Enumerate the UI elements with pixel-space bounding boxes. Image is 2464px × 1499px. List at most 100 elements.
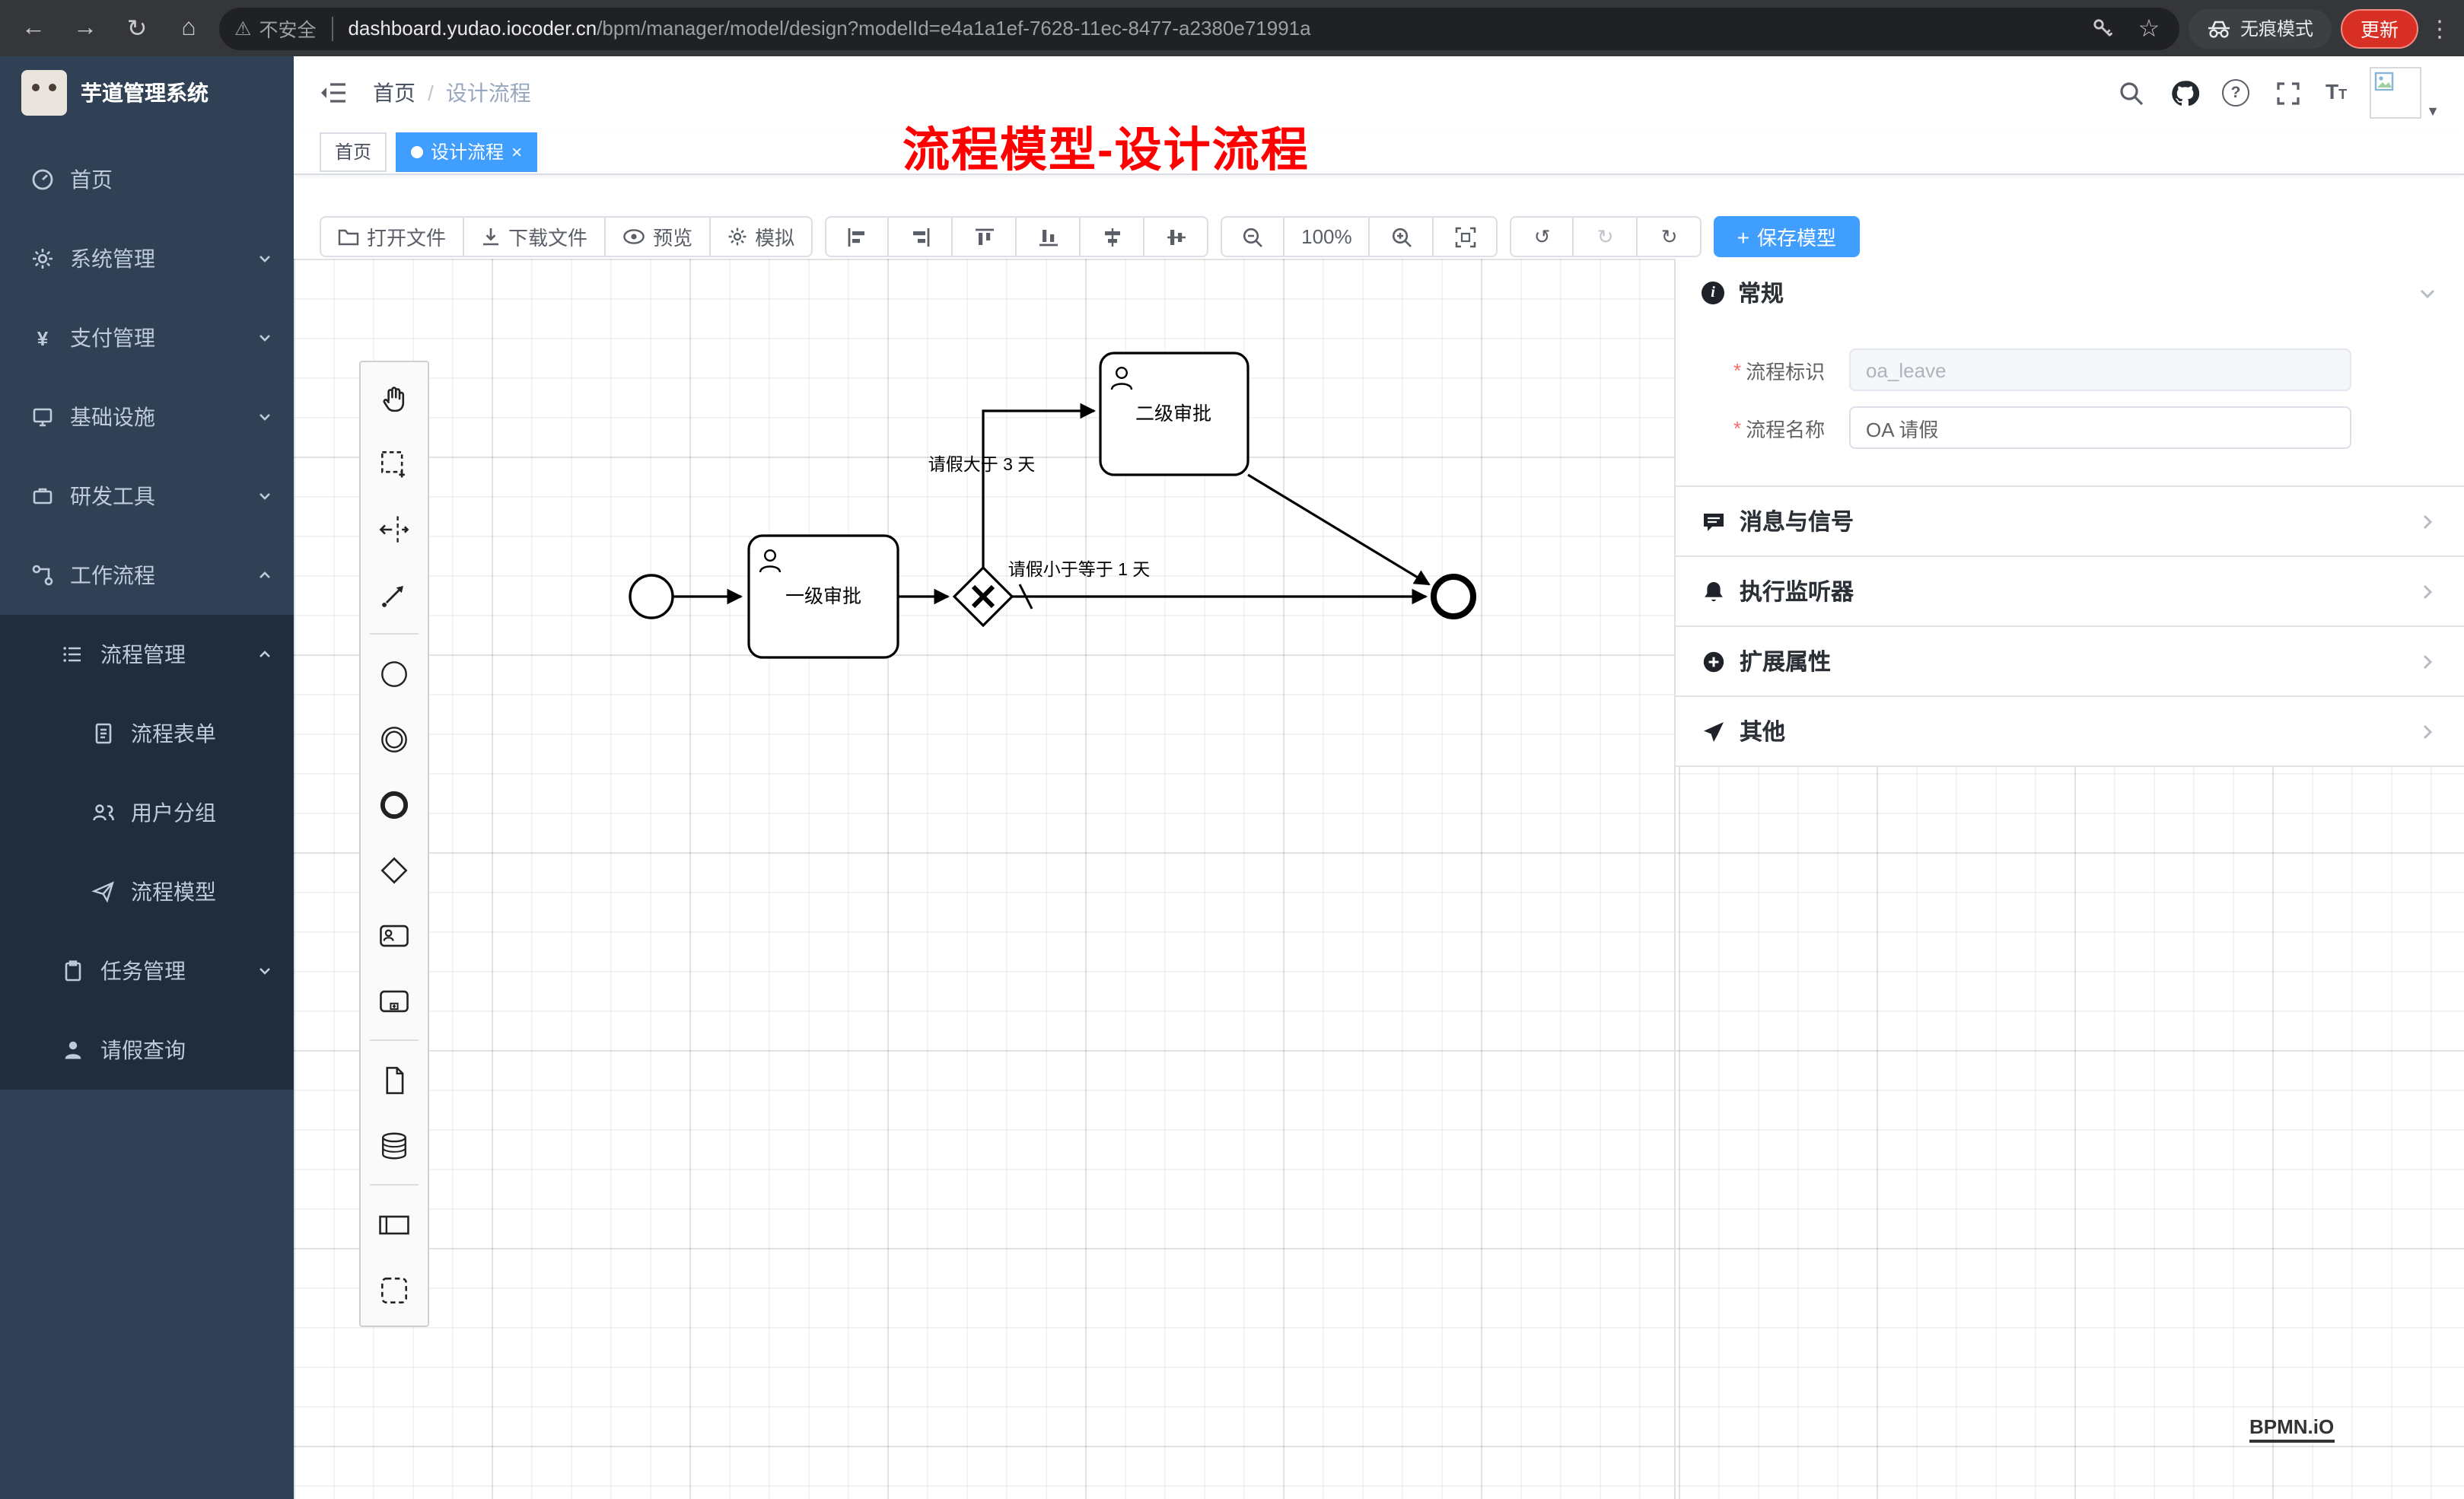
bpmn-io-watermark[interactable]: BPMN.iO — [2249, 1415, 2335, 1443]
palette-create-subprocess[interactable] — [361, 968, 428, 1033]
reload-button[interactable]: ↻ — [126, 16, 148, 42]
chevron-down-icon — [257, 251, 272, 266]
align-right-button[interactable] — [889, 216, 953, 257]
bpmn-end-event[interactable] — [1431, 574, 1476, 619]
github-icon[interactable] — [2169, 78, 2199, 108]
palette-create-user-task[interactable] — [361, 902, 428, 968]
palette-create-data-object[interactable] — [361, 1047, 428, 1112]
bpmn-task-level1[interactable]: 一级审批 — [747, 534, 899, 659]
bpmn-task1-label: 一级审批 — [785, 586, 861, 607]
infrastructure-icon — [30, 405, 55, 429]
bpmn-diagram[interactable]: 一级审批 二级审批 — [294, 259, 1674, 1499]
align-top-button[interactable] — [953, 216, 1017, 257]
close-tab-icon[interactable]: × — [511, 141, 523, 162]
section-others-header[interactable]: 其他 — [1676, 697, 2464, 765]
undo-button[interactable]: ↺ — [1510, 216, 1574, 257]
palette-global-connect-tool[interactable] — [361, 562, 428, 627]
back-button[interactable]: ← — [21, 14, 46, 40]
chevron-up-icon — [257, 647, 272, 662]
palette-hand-tool[interactable] — [361, 365, 428, 431]
bpmn-flow-task2-to-end[interactable] — [1247, 473, 1431, 586]
process-name-input[interactable] — [1849, 406, 2351, 449]
palette-create-gateway[interactable] — [361, 837, 428, 902]
align-center-icon — [1104, 228, 1120, 246]
bookmark-star-icon[interactable]: ☆ — [2138, 16, 2160, 42]
active-tab-dot — [411, 145, 424, 158]
sidebar-item-user-group[interactable]: 用户分组 — [0, 773, 294, 852]
palette-create-intermediate-event[interactable] — [361, 706, 428, 772]
restart-button[interactable]: ↻ — [1638, 216, 1702, 257]
sidebar: 芋道管理系统 首页 系统管理 ¥ 支付管理 基础设施 — [0, 56, 294, 1499]
palette-create-group[interactable] — [361, 1257, 428, 1322]
fullscreen-icon[interactable] — [2272, 78, 2303, 108]
bpmn-flow-gateway-to-task2[interactable] — [982, 403, 1097, 568]
list-icon — [61, 642, 85, 667]
user-avatar[interactable]: ▼ — [2370, 67, 2440, 119]
preview-button[interactable]: 预览 — [606, 216, 712, 257]
zoom-out-button[interactable] — [1221, 216, 1285, 257]
section-general-header[interactable]: i 常规 — [1676, 259, 2464, 327]
sidebar-item-payment[interactable]: ¥ 支付管理 — [0, 298, 294, 377]
security-chip[interactable]: ⚠ 不安全 — [234, 14, 316, 43]
sidebar-item-task-mgmt[interactable]: 任务管理 — [0, 931, 294, 1010]
align-bottom-icon — [1039, 229, 1058, 246]
download-file-button[interactable]: 下载文件 — [464, 216, 606, 257]
search-icon[interactable] — [2115, 78, 2146, 108]
sidebar-item-label: 流程管理 — [100, 642, 186, 667]
section-messages-header[interactable]: 消息与信号 — [1676, 487, 2464, 555]
breadcrumb-home[interactable]: 首页 — [373, 81, 415, 105]
palette-create-end-event[interactable] — [361, 772, 428, 837]
sidebar-item-devtools[interactable]: 研发工具 — [0, 457, 294, 536]
palette-create-start-event[interactable] — [361, 641, 428, 706]
open-file-button[interactable]: 打开文件 — [320, 216, 465, 257]
save-model-button[interactable]: + 保存模型 — [1714, 216, 1860, 257]
forward-button[interactable]: → — [73, 14, 97, 40]
font-size-icon[interactable]: TT — [2326, 79, 2348, 103]
bpmn-default-flow-marker — [1018, 584, 1033, 609]
section-extended-attrs-header[interactable]: 扩展属性 — [1676, 627, 2464, 695]
sidebar-item-infra[interactable]: 基础设施 — [0, 377, 294, 457]
bpmn-exclusive-gateway[interactable] — [952, 565, 1014, 628]
address-bar[interactable]: ⚠ 不安全 dashboard.yudao.iocoder.cn/bpm/man… — [219, 7, 2179, 49]
section-listeners-header[interactable]: 执行监听器 — [1676, 557, 2464, 625]
align-center-button[interactable] — [1081, 216, 1145, 257]
chrome-update-button[interactable]: 更新 — [2340, 8, 2418, 48]
sidebar-item-process-mgmt[interactable]: 流程管理 — [0, 615, 294, 694]
bpmn-task-level2[interactable]: 二级审批 — [1099, 352, 1250, 476]
palette-create-participant[interactable] — [361, 1192, 428, 1257]
bpmn-start-event[interactable] — [629, 574, 674, 619]
sidebar-item-label: 工作流程 — [70, 563, 155, 587]
browser-menu-icon[interactable]: ⋮ — [2428, 16, 2451, 42]
sidebar-item-home[interactable]: 首页 — [0, 140, 294, 219]
zoom-reset-button[interactable] — [1434, 216, 1498, 257]
align-right-icon — [912, 228, 929, 246]
align-middle-button[interactable] — [1144, 216, 1209, 257]
redo-button[interactable]: ↻ — [1574, 216, 1638, 257]
sidebar-item-system[interactable]: 系统管理 — [0, 219, 294, 298]
help-icon[interactable]: ? — [2222, 79, 2250, 107]
align-bottom-button[interactable] — [1017, 216, 1081, 257]
simulate-button[interactable]: 模拟 — [711, 216, 813, 257]
tab-home[interactable]: 首页 — [320, 132, 387, 171]
palette-lasso-tool[interactable] — [361, 431, 428, 496]
url-text[interactable]: dashboard.yudao.iocoder.cn/bpm/manager/m… — [348, 17, 2087, 40]
bpmn-canvas[interactable]: 一级审批 二级审批 — [294, 259, 2464, 1499]
url-host: dashboard.yudao.iocoder.cn — [348, 17, 597, 40]
sidebar-fold-icon[interactable] — [318, 78, 349, 108]
home-button[interactable]: ⌂ — [181, 14, 196, 40]
process-key-input[interactable] — [1849, 348, 2351, 391]
palette-create-data-store[interactable] — [361, 1112, 428, 1178]
sidebar-item-leave-query[interactable]: 请假查询 — [0, 1010, 294, 1090]
bpmn-palette — [359, 361, 429, 1327]
tab-design[interactable]: 设计流程 × — [396, 132, 538, 171]
sidebar-item-process-model[interactable]: 流程模型 — [0, 852, 294, 931]
required-marker: * — [1733, 358, 1742, 381]
password-key-icon[interactable] — [2088, 13, 2119, 43]
palette-space-tool[interactable] — [361, 496, 428, 562]
sidebar-item-workflow[interactable]: 工作流程 — [0, 536, 294, 615]
zoom-in-button[interactable] — [1370, 216, 1434, 257]
app-logo-row[interactable]: 芋道管理系统 — [0, 56, 294, 129]
sidebar-item-process-form[interactable]: 流程表单 — [0, 694, 294, 773]
align-left-button[interactable] — [825, 216, 890, 257]
zoom-level[interactable]: 100% — [1285, 216, 1370, 257]
